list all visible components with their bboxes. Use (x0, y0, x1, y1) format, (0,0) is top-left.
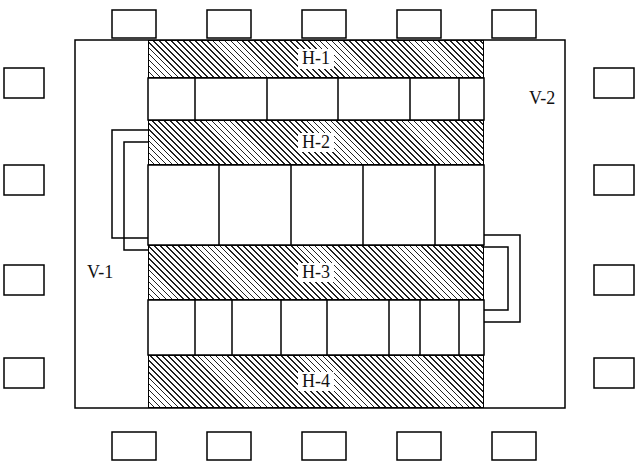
pad (397, 432, 441, 460)
bracket (484, 235, 520, 322)
pad (302, 432, 346, 460)
outer-boundary (75, 40, 565, 408)
pad (492, 432, 536, 460)
band-label: H-3 (298, 263, 334, 283)
pad (594, 165, 634, 195)
pad (4, 265, 44, 295)
cell-row (148, 78, 484, 120)
hatched-band: H-2 (148, 120, 484, 165)
pad (4, 358, 44, 388)
bracket (112, 130, 148, 250)
region-label: V-1 (87, 262, 113, 283)
cell-row (148, 300, 484, 355)
hatched-band: H-1 (148, 40, 484, 78)
region-label: V-2 (529, 88, 555, 109)
pad (594, 265, 634, 295)
pad (492, 10, 536, 38)
band-label: H-4 (298, 372, 334, 392)
pad (302, 10, 346, 38)
band-label: H-2 (298, 133, 334, 153)
hatched-band: H-4 (148, 355, 484, 408)
pad (112, 432, 156, 460)
pad (112, 10, 156, 38)
cell-row (148, 165, 484, 245)
pad (4, 165, 44, 195)
pad (594, 358, 634, 388)
pad (4, 68, 44, 98)
band-label: H-1 (298, 49, 334, 69)
hatched-band: H-3 (148, 245, 484, 300)
pad (594, 68, 634, 98)
pad (397, 10, 441, 38)
pad (207, 10, 251, 38)
pad (207, 432, 251, 460)
